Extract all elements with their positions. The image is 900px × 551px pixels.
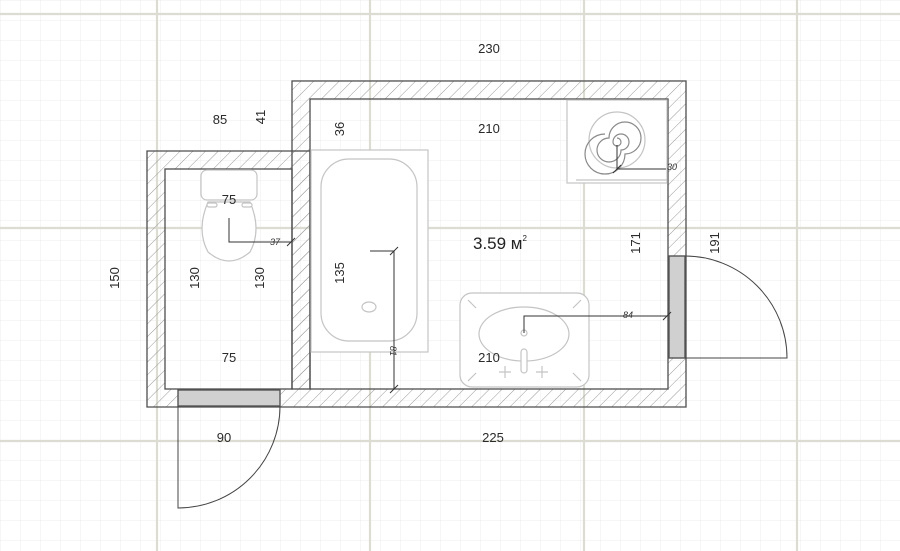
dim-left-room-height-1: 130: [187, 267, 202, 289]
right-door[interactable]: [668, 255, 788, 359]
dim-left-room-bottom-width: 75: [222, 350, 236, 365]
dim-bottom-width: 225: [482, 430, 504, 445]
partition-wall: [291, 150, 311, 390]
dim-inner-bottom-width: 210: [478, 350, 500, 365]
bathtub-icon[interactable]: [310, 149, 429, 353]
dim-bath-length: 135: [332, 262, 347, 284]
dim-bath-end: 36: [332, 122, 347, 136]
dim-cabinet-depth: 30: [667, 162, 677, 172]
dim-door-width: 90: [217, 430, 231, 445]
dim-inner-top-width: 210: [478, 121, 500, 136]
toilet-icon[interactable]: [200, 169, 258, 262]
dim-left-room-width: 85: [213, 112, 227, 127]
washing-machine-icon[interactable]: [566, 99, 668, 184]
door-swing-icon: [177, 405, 281, 509]
walls: [147, 81, 686, 407]
right-door-leaf: [668, 255, 686, 359]
dim-left-height-outer: 150: [107, 267, 122, 289]
dim-sink-offset: 84: [623, 310, 633, 320]
dim-inner-right-height: 171: [628, 232, 643, 254]
left-door-leaf: [177, 389, 281, 407]
dim-toilet-width: 75: [222, 192, 236, 207]
dim-step-height: 41: [253, 110, 268, 124]
left-door[interactable]: [177, 389, 281, 509]
dim-left-room-height-2: 130: [252, 267, 267, 289]
dim-toilet-offset: 37: [270, 237, 281, 247]
room-area: 3.59 м2: [473, 234, 528, 253]
sink-icon[interactable]: [459, 292, 590, 388]
dimension-labels: 230 85 41 210 36 30 75 37 150 130 130 13…: [107, 41, 722, 445]
dim-top-width: 230: [478, 41, 500, 56]
door-swing-icon: [684, 255, 788, 359]
measure-lines: [228, 145, 672, 394]
dim-outer-right-height: 191: [707, 232, 722, 254]
dim-bath-depth-marker: 81: [388, 346, 398, 356]
